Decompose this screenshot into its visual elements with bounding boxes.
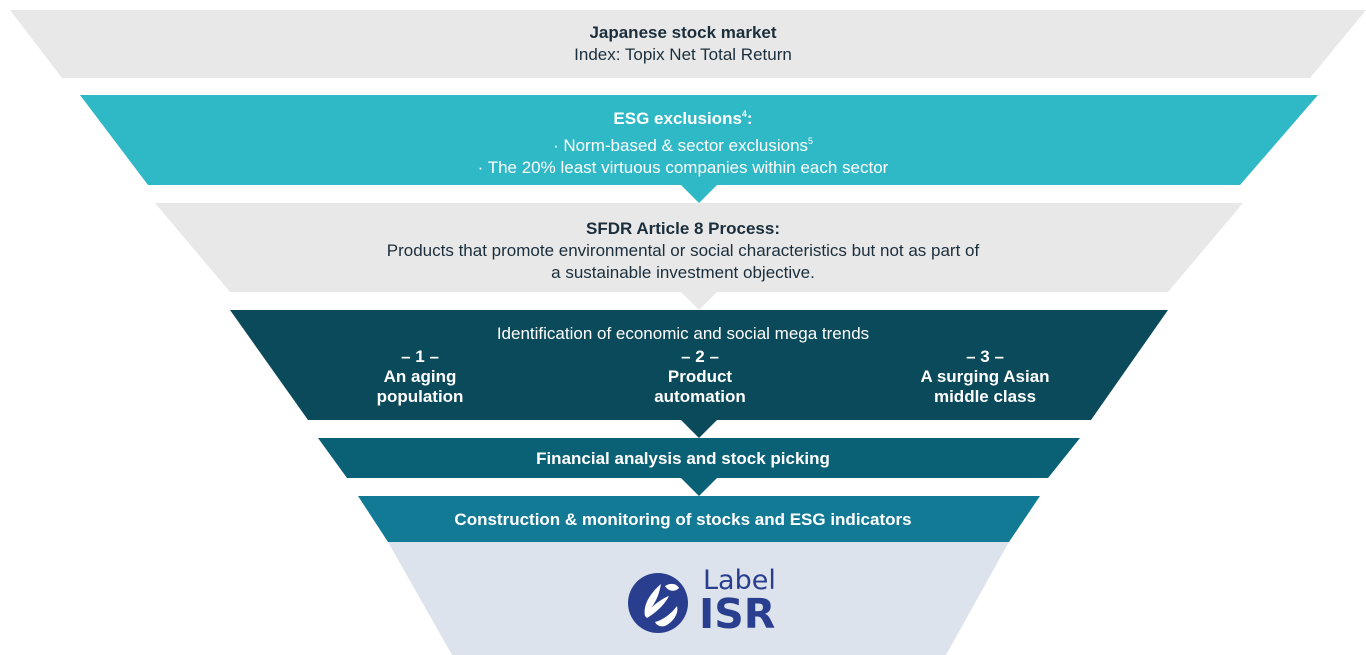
esg-exclusions-title-label: ESG exclusions	[613, 109, 742, 128]
construction-monitoring-title: Construction & monitoring of stocks and …	[454, 510, 912, 529]
trend-label-line2: population	[376, 387, 464, 406]
trend-number: – 1 –	[401, 347, 439, 366]
label-isr-logo: Label ISR	[625, 566, 785, 636]
esg-bullet-norm-based-label: · Norm-based & sector exclusions	[552, 136, 809, 155]
sfdr-description-line1: Products that promote environmental or s…	[386, 241, 980, 260]
funnel-layer-label	[388, 542, 1009, 655]
trend-label-line2: middle class	[933, 387, 1037, 406]
trend-number: – 3 –	[966, 347, 1004, 366]
trend-label-line2: automation	[654, 387, 746, 406]
esg-bullet-norm-based: · Norm-based & sector exclusions5	[283, 130, 1083, 157]
financial-analysis-title: Financial analysis and stock picking	[536, 449, 830, 468]
funnel-layer-market	[10, 10, 1366, 78]
funnel-layer-financial-analysis	[318, 438, 1080, 496]
sfdr-description-line2: a sustainable investment objective.	[551, 263, 815, 282]
funnel-layer-sfdr	[155, 203, 1243, 310]
hand-leaf-icon	[628, 573, 688, 633]
footnote-4: 4	[741, 109, 747, 119]
market-index: Index: Topix Net Total Return	[574, 45, 792, 64]
trend-aging-population: – 1 – An aging population	[310, 347, 530, 407]
footnote-5: 5	[808, 136, 814, 146]
esg-bullet-least-virtuous: · The 20% least virtuous companies withi…	[477, 158, 889, 177]
market-title: Japanese stock market	[589, 23, 777, 42]
funnel-layer-mega-trends	[230, 310, 1168, 438]
trend-product-automation: – 2 – Product automation	[590, 347, 810, 407]
sfdr-layer-text: SFDR Article 8 Process: Products that pr…	[283, 218, 1083, 284]
mega-trends-title: Identification of economic and social me…	[496, 324, 870, 343]
trend-asian-middle-class: – 3 – A surging Asian middle class	[875, 347, 1095, 407]
trend-label-line1: Product	[667, 367, 733, 386]
market-layer-text: Japanese stock market Index: Topix Net T…	[383, 22, 983, 66]
trend-label-line1: An aging	[383, 367, 457, 386]
trend-label-line1: A surging Asian	[920, 367, 1050, 386]
trend-number: – 2 –	[681, 347, 719, 366]
funnel-layer-construction	[358, 496, 1040, 542]
sfdr-title: SFDR Article 8 Process:	[586, 219, 780, 238]
logo-label-text: Label	[703, 565, 776, 596]
esg-exclusions-title: ESG exclusions4:	[283, 103, 1083, 130]
esg-exclusions-colon: :	[746, 109, 753, 128]
logo-isr-text: ISR	[699, 590, 776, 638]
funnel-layer-esg-exclusions	[80, 95, 1318, 203]
esg-exclusions-text: ESG exclusions4: · Norm-based & sector e…	[283, 103, 1083, 179]
